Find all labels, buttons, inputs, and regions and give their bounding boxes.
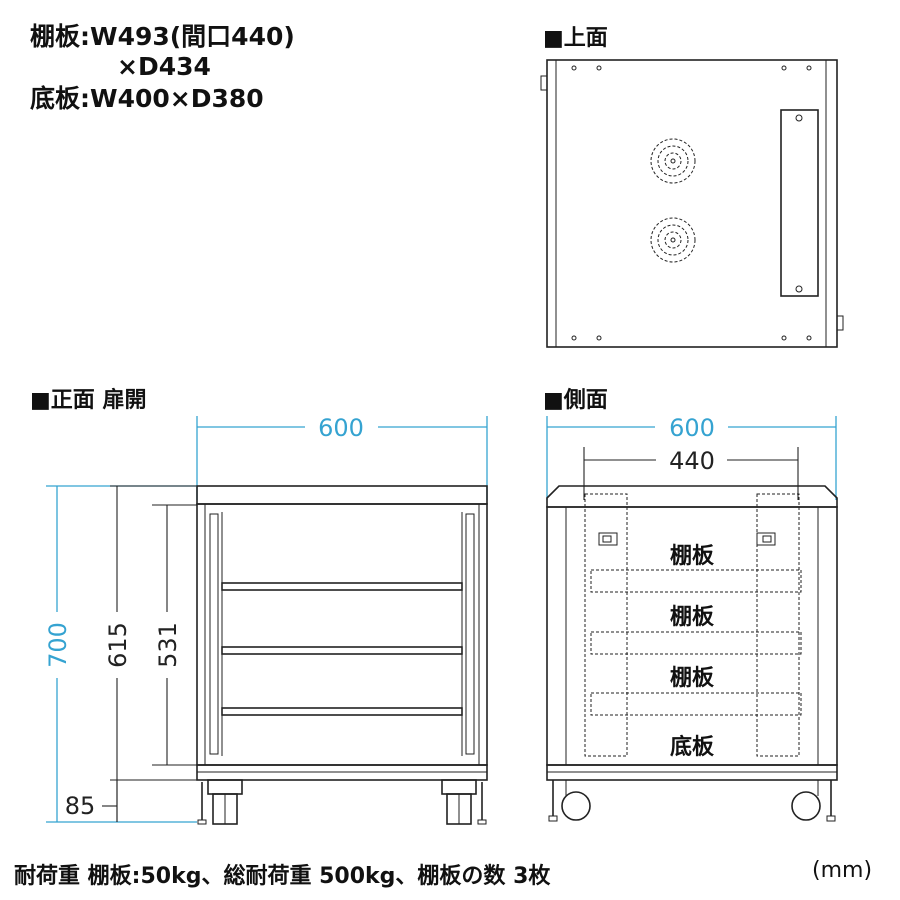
base-spec-line: 底板:W400×D380 <box>30 84 264 113</box>
shelf-spec-line-1: 棚板:W493(間口440) <box>30 22 295 51</box>
front-caster-left-icon <box>197 779 243 825</box>
front-caster-right-icon <box>441 779 487 825</box>
base-height-dim: 85 <box>65 792 96 820</box>
front-view-drawing: 600 <box>44 414 488 825</box>
side-caster-right-icon <box>791 780 836 822</box>
front-door-right <box>465 513 475 755</box>
side-shelf-1 <box>590 569 802 593</box>
vent-fan-lower-icon <box>650 217 696 263</box>
top-view-heading: ■上面 <box>543 26 608 51</box>
front-body <box>196 503 488 766</box>
front-shelf-2 <box>221 646 463 655</box>
side-label-shelf-1: 棚板 <box>670 544 715 569</box>
vent-fan-upper-icon <box>650 138 696 184</box>
top-view-outline <box>546 59 838 348</box>
side-label-shelf-3: 棚板 <box>670 666 715 691</box>
load-capacity-note: 耐荷重 棚板:50kg、総耐荷重 500kg、棚板の数 3枚 <box>14 864 551 889</box>
side-label-shelf-2: 棚板 <box>670 605 715 630</box>
front-view-heading: ■正面 扉開 <box>30 388 147 413</box>
body-height-dim: 615 <box>104 622 132 668</box>
side-shelf-3 <box>590 692 802 716</box>
front-top-plate <box>196 485 488 505</box>
front-shelf-3 <box>221 707 463 716</box>
top-hinge-left <box>540 75 548 91</box>
side-width-dim: 600 <box>669 414 715 442</box>
shelf-spec-line-2: ×D434 <box>117 52 211 81</box>
side-view-heading: ■側面 <box>543 388 608 413</box>
inner-height-dim: 531 <box>154 622 182 668</box>
side-shelf-2 <box>590 631 802 655</box>
side-latch-left-icon <box>598 532 618 546</box>
side-caster-left-icon <box>548 780 591 822</box>
front-shelf-1 <box>221 582 463 591</box>
front-width-dim: 600 <box>318 414 364 442</box>
side-view-drawing: 600 440 棚板 棚板 棚板 底板 <box>546 414 838 822</box>
total-height-dim: 700 <box>44 622 72 668</box>
top-view-drawing <box>540 59 844 348</box>
top-hinge-right <box>836 315 844 331</box>
cable-plate <box>780 109 819 297</box>
front-door-left <box>209 513 219 755</box>
side-label-base: 底板 <box>670 734 715 760</box>
inner-width-dim: 440 <box>669 447 715 475</box>
side-top-plate <box>546 485 838 508</box>
side-latch-right-icon <box>756 532 776 546</box>
unit-note: (mm) <box>812 858 873 883</box>
